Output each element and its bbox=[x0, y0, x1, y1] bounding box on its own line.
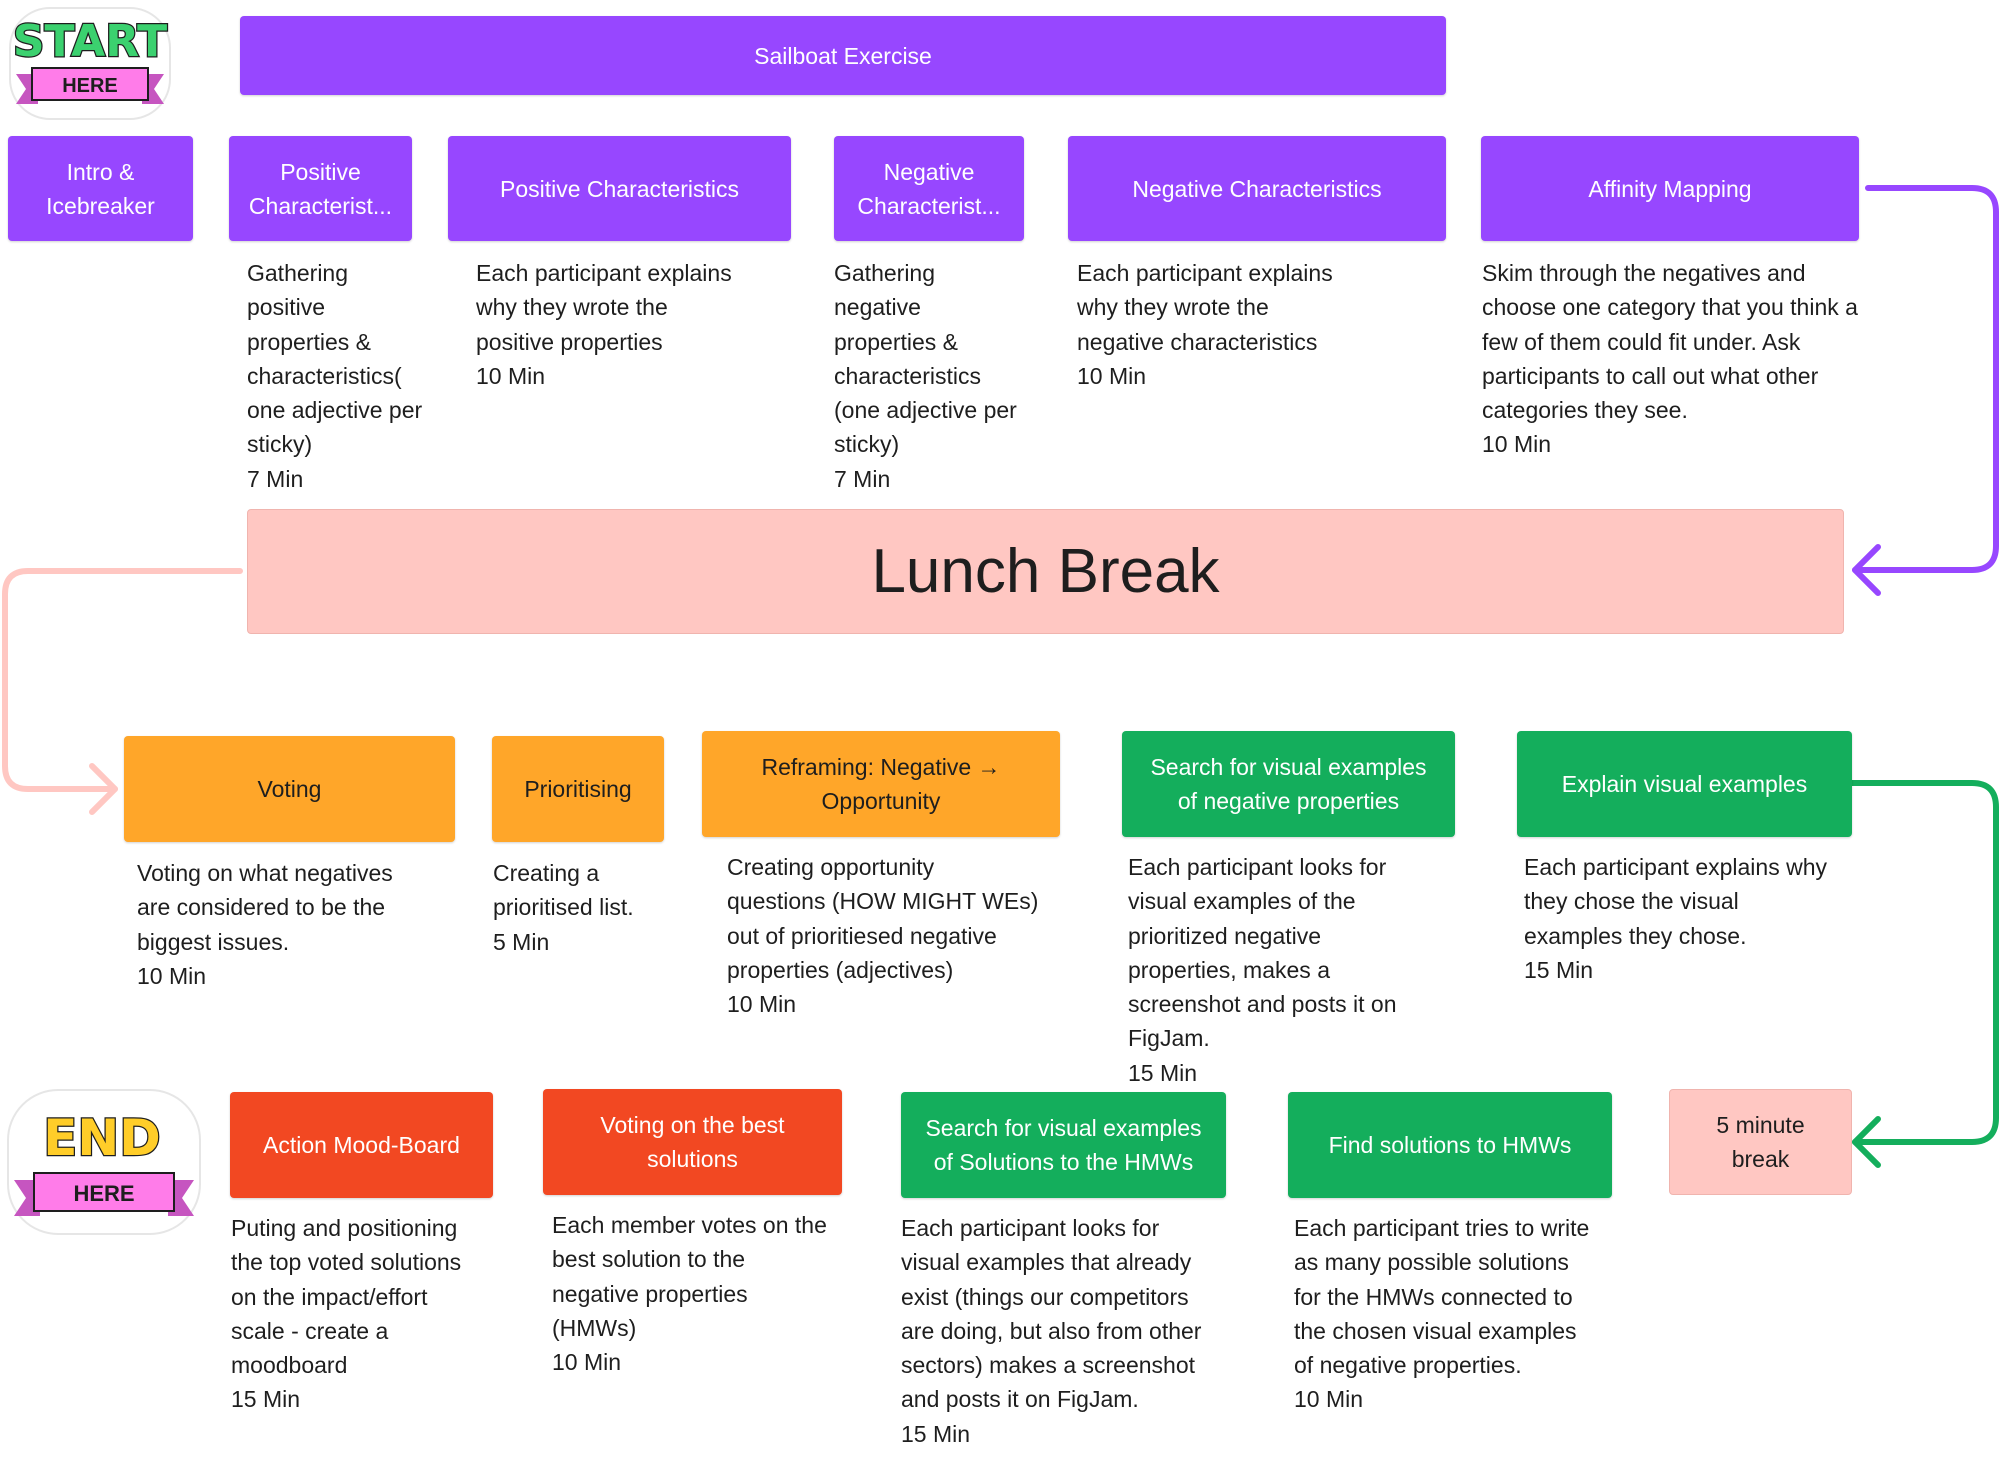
step-title: Negative Characteristics bbox=[1132, 175, 1382, 202]
step-voting: Voting bbox=[124, 736, 455, 842]
step-negative-gathering: Negative Characterist... bbox=[834, 136, 1024, 241]
step-description: Each participant tries to write as many … bbox=[1294, 1215, 1590, 1413]
step-search-negative-examples: Search for visual examples of negative p… bbox=[1122, 731, 1455, 837]
step-find-solutions-hmws: Find solutions to HMWs bbox=[1288, 1092, 1612, 1198]
step-intro-icebreaker: Intro & Icebreaker bbox=[8, 136, 193, 241]
arrowhead-voting bbox=[89, 763, 118, 815]
end-here-sticker: END HERE bbox=[6, 1088, 202, 1236]
step-description: Skim through the negatives and choose on… bbox=[1482, 260, 1858, 458]
step-title: Intro & Icebreaker bbox=[46, 158, 155, 219]
step-voting-best-solutions: Voting on the best solutions bbox=[543, 1089, 842, 1195]
step-title: Negative Characterist... bbox=[857, 158, 1001, 219]
step-title: Action Mood-Board bbox=[263, 1132, 460, 1158]
step-title: Prioritising bbox=[524, 776, 632, 802]
step-title: Find solutions to HMWs bbox=[1328, 1132, 1572, 1158]
end-tag: HERE bbox=[73, 1181, 134, 1206]
start-sticker-graphic: START HERE bbox=[9, 7, 171, 120]
step-title: Voting bbox=[257, 776, 322, 802]
step-title: Search for visual examples of Solutions … bbox=[925, 1115, 1202, 1175]
start-here-sticker: START HERE bbox=[8, 6, 172, 121]
end-word: END bbox=[43, 1109, 161, 1167]
sailboat-exercise-header: Sailboat Exercise bbox=[240, 16, 1446, 95]
step-explain-visual-examples: Explain visual examples bbox=[1517, 731, 1852, 837]
end-sticker-graphic: END HERE bbox=[7, 1089, 201, 1235]
step-positive-explain: Positive Characteristics bbox=[448, 136, 791, 241]
step-5-minute-break: 5 minute break bbox=[1669, 1089, 1852, 1195]
connector-explain-to-break bbox=[1849, 780, 1999, 1145]
step-title: Reframing: Negative → Opportunity bbox=[761, 754, 1001, 814]
step-title: Search for visual examples of negative p… bbox=[1150, 754, 1427, 814]
step-affinity-mapping: Affinity Mapping bbox=[1481, 136, 1859, 241]
step-description: Each participant explains why they chose… bbox=[1524, 854, 1827, 983]
step-action-mood-board: Action Mood-Board bbox=[230, 1092, 493, 1198]
start-word: START bbox=[13, 16, 167, 67]
step-description: Gathering positive properties & characte… bbox=[247, 260, 423, 492]
arrowhead-lunch bbox=[1852, 544, 1881, 596]
step-negative-explain: Negative Characteristics bbox=[1068, 136, 1446, 241]
step-reframing: Reframing: Negative → Opportunity bbox=[702, 731, 1060, 837]
step-description: Each participant looks for visual exampl… bbox=[1128, 854, 1397, 1086]
step-title: Positive Characteristics bbox=[499, 175, 740, 202]
header-title: Sailboat Exercise bbox=[754, 42, 932, 69]
step-description: Gathering negative properties & characte… bbox=[834, 260, 1017, 492]
step-title: Affinity Mapping bbox=[1588, 175, 1752, 202]
connector-affinity-to-lunch bbox=[1852, 185, 1999, 573]
arrowhead-break bbox=[1852, 1116, 1881, 1168]
start-tag: HERE bbox=[62, 75, 118, 97]
step-title: Explain visual examples bbox=[1561, 771, 1808, 797]
step-prioritising: Prioritising bbox=[492, 736, 664, 842]
step-positive-gathering: Positive Characterist... bbox=[229, 136, 412, 241]
step-description: Each participant explains why they wrote… bbox=[476, 260, 732, 389]
lunch-title: Lunch Break bbox=[871, 536, 1220, 606]
step-title: Voting on the best solutions bbox=[600, 1112, 785, 1172]
step-description: Each participant looks for visual exampl… bbox=[901, 1215, 1202, 1447]
step-description: Puting and positioning the top voted sol… bbox=[231, 1215, 462, 1413]
step-description: Voting on what negatives are considered … bbox=[137, 860, 393, 989]
lunch-break-banner: Lunch Break bbox=[247, 509, 1844, 634]
step-title: 5 minute break bbox=[1716, 1112, 1805, 1172]
step-search-solution-examples: Search for visual examples of Solutions … bbox=[901, 1092, 1226, 1198]
step-title: Positive Characterist... bbox=[248, 158, 393, 219]
connector-lunch-to-voting bbox=[2, 568, 243, 792]
step-description: Each participant explains why they wrote… bbox=[1077, 260, 1333, 389]
step-description: Creating opportunity questions (HOW MIGH… bbox=[727, 854, 1039, 1018]
step-description: Creating a prioritised list. 5 Min bbox=[493, 860, 634, 955]
step-description: Each member votes on the best solution t… bbox=[552, 1212, 827, 1376]
